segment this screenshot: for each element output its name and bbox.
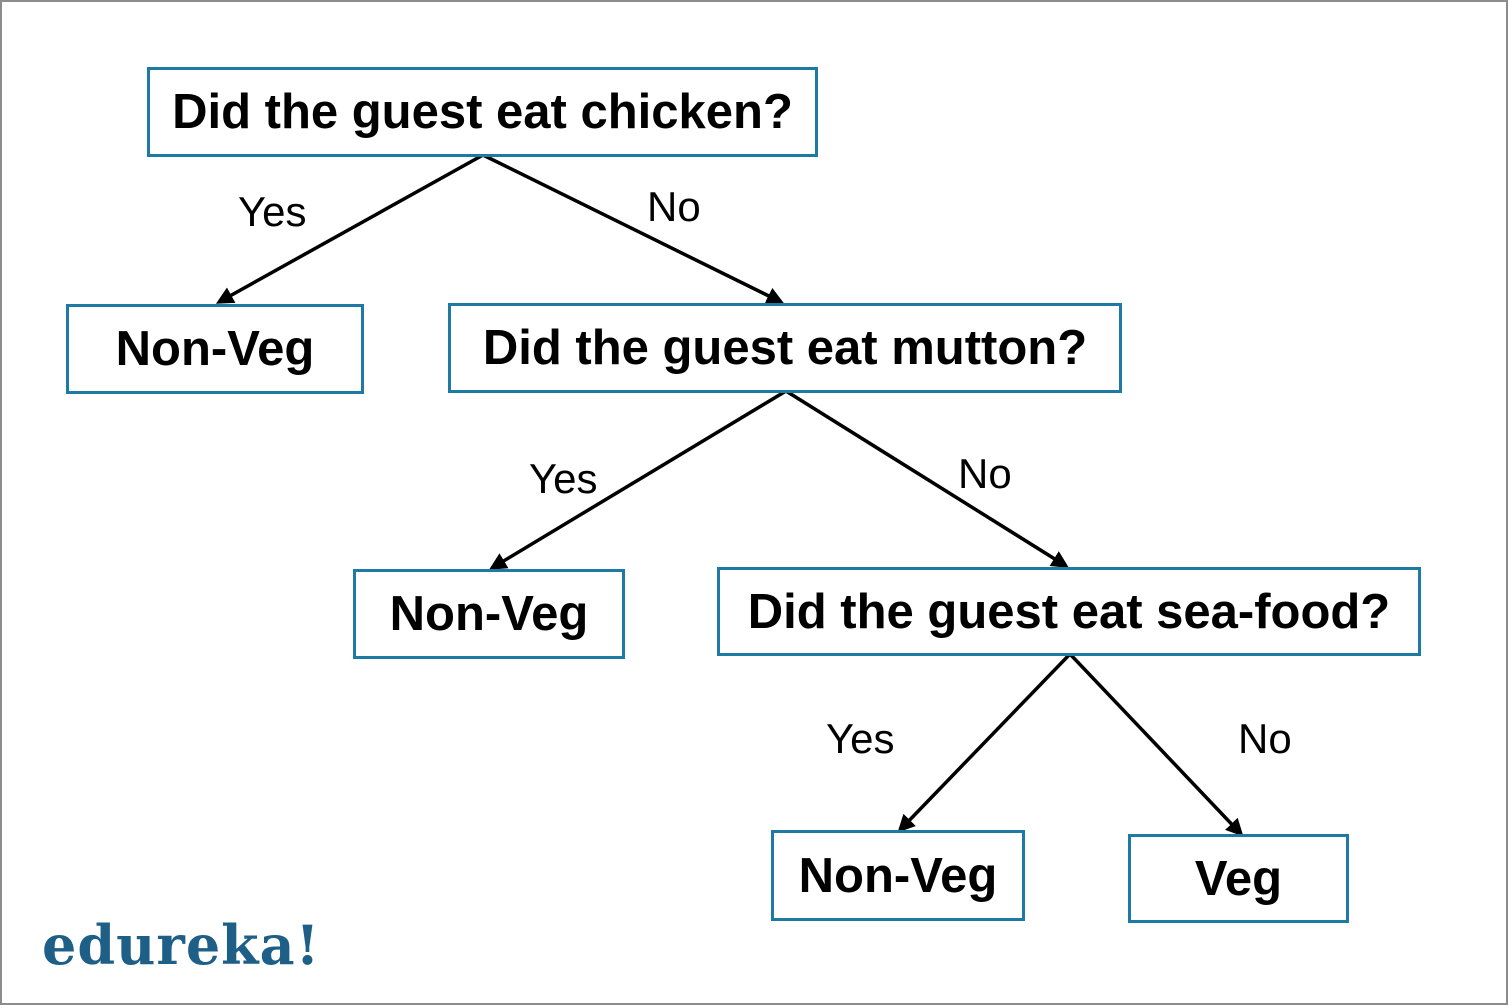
edge-mutton-yes-arrow [489,389,787,570]
node-q-seafood: Did the guest eat sea-food? [717,567,1421,656]
edge-seafood-yes-arrow [897,652,1072,833]
node-leaf-nonveg-1-label: Non-Veg [115,322,315,376]
node-q-chicken: Did the guest eat chicken? [147,67,818,157]
edge-label-seafood-no: No [1238,715,1292,762]
node-q-mutton: Did the guest eat mutton? [448,303,1122,393]
edge-chicken-yes-arrow [215,153,484,304]
edge-label-seafood-yes: Yes [826,715,895,762]
node-leaf-nonveg-1: Non-Veg [66,304,364,394]
edge-label-mutton-yes: Yes [529,455,598,502]
edge-label-mutton-no: No [958,450,1012,497]
node-q-mutton-label: Did the guest eat mutton? [482,321,1088,375]
node-leaf-nonveg-3: Non-Veg [771,830,1025,921]
edge-seafood-no-arrow [1068,652,1244,837]
node-q-seafood-label: Did the guest eat sea-food? [747,584,1391,639]
node-leaf-nonveg-3-label: Non-Veg [798,848,998,903]
node-leaf-nonveg-2: Non-Veg [353,569,625,659]
node-leaf-veg: Veg [1128,834,1349,923]
edge-mutton-no-arrow [785,389,1069,568]
edge-label-chicken-no: No [647,183,701,230]
edge-label-chicken-yes: Yes [238,188,307,235]
node-q-chicken-label: Did the guest eat chicken? [172,85,793,139]
node-leaf-nonveg-2-label: Non-Veg [389,587,589,641]
node-leaf-veg-label: Veg [1194,851,1283,906]
edge-chicken-no-arrow [482,153,785,304]
edureka-logo: edureka! [42,913,321,977]
